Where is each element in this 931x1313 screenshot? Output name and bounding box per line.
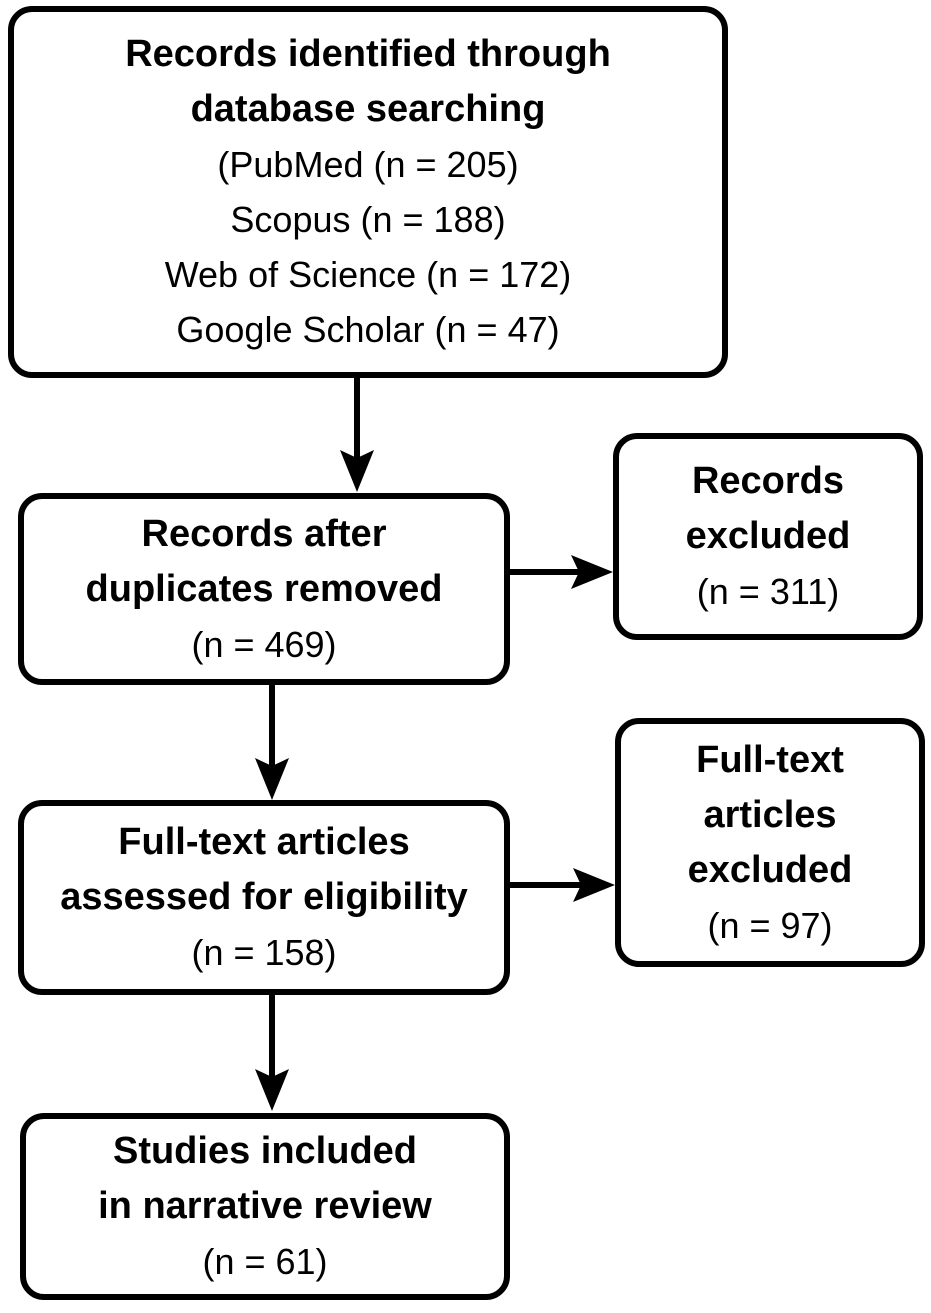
- box-count: (n = 97): [707, 904, 833, 946]
- box-studies-included: Studies included in narrative review (n …: [20, 1113, 510, 1300]
- box-detail-line: (PubMed (n = 205): [217, 144, 519, 185]
- box-count: (n = 61): [202, 1241, 328, 1282]
- box-count: (n = 158): [191, 932, 337, 973]
- box-records-excluded: Records excluded (n = 311): [613, 433, 923, 640]
- box-title-line: duplicates removed: [85, 567, 443, 610]
- box-records-after-duplicates: Records after duplicates removed (n = 46…: [18, 493, 510, 685]
- box-detail-line: Web of Science (n = 172): [164, 254, 572, 295]
- arrow-deduplicated-to-fulltext-icon: [255, 685, 289, 800]
- box-title-line: Records: [691, 460, 845, 502]
- box-fulltext-assessed: Full-text articles assessed for eligibil…: [18, 800, 510, 995]
- box-count: (n = 311): [696, 571, 840, 612]
- box-title-line: Full-text articles: [118, 821, 410, 863]
- box-title-line: database searching: [190, 88, 546, 130]
- box-title-line: excluded: [687, 848, 853, 891]
- box-title-line: in narrative review: [98, 1185, 432, 1227]
- box-title-line: Studies included: [112, 1130, 418, 1172]
- box-count: (n = 469): [191, 623, 337, 665]
- box-detail-line: Google Scholar (n = 47): [176, 309, 560, 350]
- box-title-line: excluded: [685, 515, 851, 557]
- box-fulltext-excluded: Full-text articles excluded (n = 97): [615, 718, 925, 967]
- box-title-line: Records after: [141, 512, 387, 555]
- box-title-line: Records identified through: [125, 33, 611, 75]
- arrow-fulltext-to-included-icon: [255, 995, 289, 1111]
- arrow-deduplicated-to-records-excluded-icon: [510, 555, 613, 589]
- box-records-identified: Records identified through database sear…: [8, 6, 728, 378]
- box-detail-line: Scopus (n = 188): [230, 199, 506, 240]
- arrow-fulltext-to-fulltext-excluded-icon: [510, 868, 615, 902]
- box-title-line: assessed for eligibility: [60, 876, 468, 918]
- box-title-line: Full-text: [696, 738, 844, 781]
- box-title-line: articles: [703, 793, 837, 836]
- arrow-identification-to-deduplicated-icon: [340, 378, 374, 492]
